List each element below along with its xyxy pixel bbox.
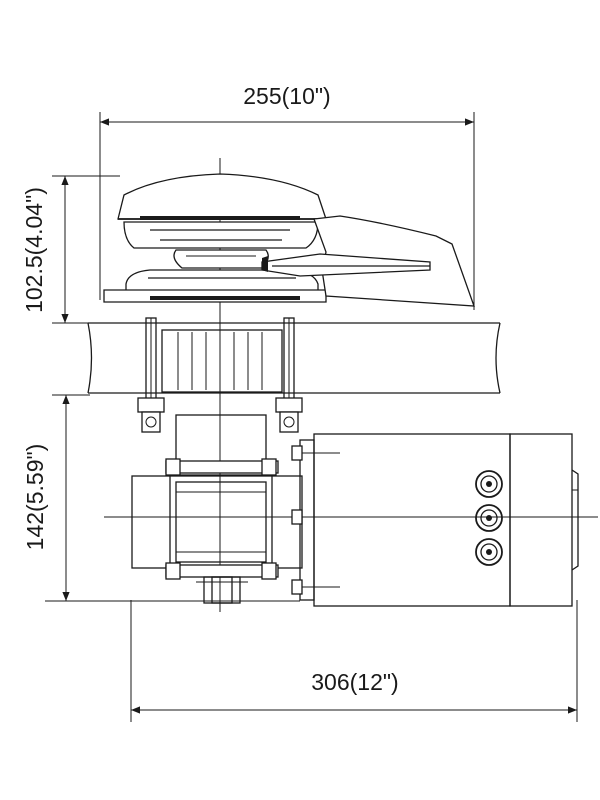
upper-height-dimension: 102.5(4.04") <box>21 175 120 324</box>
top-width-dimension: 255(10") <box>99 83 475 310</box>
top-width-label: 255(10") <box>243 83 330 109</box>
lower-height-dimension: 142(5.59") <box>22 394 300 602</box>
gearbox-housing <box>131 414 303 604</box>
terminal-middle-icon <box>475 504 503 532</box>
terminal-top-icon <box>475 470 503 498</box>
capstan-head <box>103 173 327 303</box>
chain-stripper-arm <box>261 215 475 307</box>
electric-motor <box>291 433 579 607</box>
bottom-width-dimension: 306(12") <box>130 600 578 722</box>
upper-height-label: 102.5(4.04") <box>21 187 47 313</box>
lower-height-label: 142(5.59") <box>22 444 48 551</box>
deck-plate <box>87 317 501 419</box>
bottom-width-label: 306(12") <box>311 669 398 695</box>
terminal-bottom-icon <box>475 538 503 566</box>
mounting-nuts <box>137 397 303 433</box>
